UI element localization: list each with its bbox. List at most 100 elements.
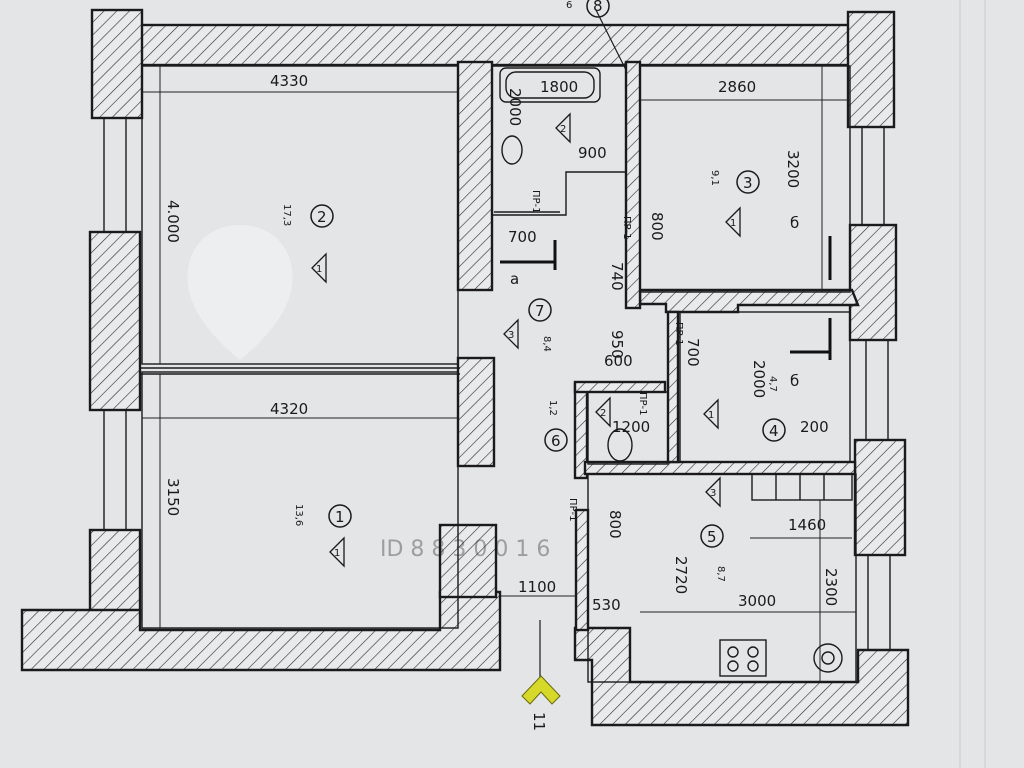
section-b-label: б [790,372,799,390]
wall-partition-1 [456,60,494,292]
room-tag-2: 2 17,3 1 [281,204,334,284]
sink-drain [821,651,835,665]
opening-labels: ПР-1 ПР-1 ПР-1 ПР-1 ПР-1 а б б [510,190,799,522]
top-mark-side: 6 [566,0,572,11]
wall-right-pier-2 [848,223,898,342]
kitchen-cabinet [751,473,853,501]
room-number: 1 [335,508,345,526]
dim-corridor-d: 600 [604,352,633,370]
room-number: 7 [535,302,545,320]
wall-right-pier-3 [853,438,907,557]
room-tag-3: 3 9,1 1 [709,170,760,238]
bathtub-inner [505,71,595,99]
room-class: 1 [334,548,340,559]
room-number: 6 [551,432,561,450]
stove-burner [747,646,759,658]
room-number: 5 [707,528,717,546]
opening-room5: ПР-1 [567,498,578,522]
class-triangle [311,252,327,284]
bathtub [499,67,601,103]
watermark: ID 8 8 3 0 0 1 6 [187,225,550,562]
wall-left-pier-3 [88,528,142,622]
room-number-circle [328,504,352,528]
room-number: 4 [769,422,779,440]
class-triangle [595,396,611,428]
room-tag-1: 1 13,6 1 [293,504,352,568]
dim-room2-height: 4.000 [164,200,182,243]
dim-corridor-a: 700 [508,228,537,246]
dimension-lines [142,66,856,682]
top-mark: 8 6 [566,0,627,71]
entry-label: 11 [530,712,548,731]
section-b-label-2: б [790,214,799,232]
wall-partition-2 [456,356,496,468]
room-2-outline [141,65,459,365]
section-a-label: а [510,270,519,288]
class-triangle [725,206,741,238]
entry-chevron-icon [521,675,561,705]
class-triangle [329,536,345,568]
opening-room4: ПР-1 [673,322,684,346]
room-area: 8,7 [715,566,726,582]
leader-line [595,9,627,71]
dim-bath-small: 900 [578,144,607,162]
room-class: 1 [708,410,714,421]
stove-burner [747,660,759,672]
sink [813,643,843,673]
bathroom-outline [492,65,627,216]
room-number: 2 [317,208,327,226]
dim-room5-width: 3000 [738,592,776,610]
dim-bath-height: 2000 [506,88,524,126]
room-tags: 2 17,3 1 1 13,6 1 3 9,1 1 4 4,7 1 [281,112,786,582]
entry-arrow: 11 [521,620,561,731]
room-class: 1 [730,218,736,229]
class-triangle [705,476,721,508]
watermark-pin-icon [187,225,293,360]
opening-bath: ПР-1 [530,190,541,214]
room-area: 1,2 [547,400,558,416]
room-area: 8,4 [541,336,552,352]
washbasin [501,135,523,165]
room-tag-6: 6 1,2 2 [544,396,611,452]
wall-room6-top [573,380,667,394]
stove-burner [727,660,739,672]
room-tag-5: 5 8,7 3 [700,476,726,582]
wall-top [138,23,852,67]
room-5-outline [587,473,857,683]
bath-tag: 2 [555,112,571,144]
opening-room6: ПР-1 [637,392,648,416]
wall-partition-3 [438,523,498,599]
room-number-circle [544,428,568,452]
room-number-circle [736,170,760,194]
wall-bottom-right [573,626,910,727]
stove [719,639,767,677]
class-triangle [503,318,519,350]
dim-room3-height: 3200 [784,150,802,188]
room-area: 4,7 [767,376,778,392]
dim-corridor-f: 530 [592,596,621,614]
dim-room1-height: 3150 [164,478,182,516]
opening-room3: ПР-1 [621,216,632,240]
room-3-outline [639,65,851,293]
room-tag-7: 7 8,4 3 [503,298,552,352]
dim-room3-door: 800 [648,212,666,241]
dim-room5-height: 2720 [672,556,690,594]
room-class: 1 [316,264,322,275]
walls [20,8,910,727]
dim-room5-right: 2300 [822,568,840,606]
dim-bath-width: 1800 [540,78,578,96]
dim-corridor-e: 1100 [518,578,556,596]
room-area: 13,6 [293,504,304,526]
watermark-id: ID 8 8 3 0 0 1 6 [380,537,550,562]
wall-left-pier-1 [90,8,144,120]
wall-right-pier-1 [846,10,896,129]
wall-room5-left [574,508,590,632]
dim-room6-width: 1200 [612,418,650,436]
room-4-outline [679,311,851,463]
room-class: 3 [710,488,716,499]
room-6-outline [587,391,669,465]
dim-room4-height: 2000 [750,360,768,398]
dim-corridor-b: 740 [608,262,626,291]
